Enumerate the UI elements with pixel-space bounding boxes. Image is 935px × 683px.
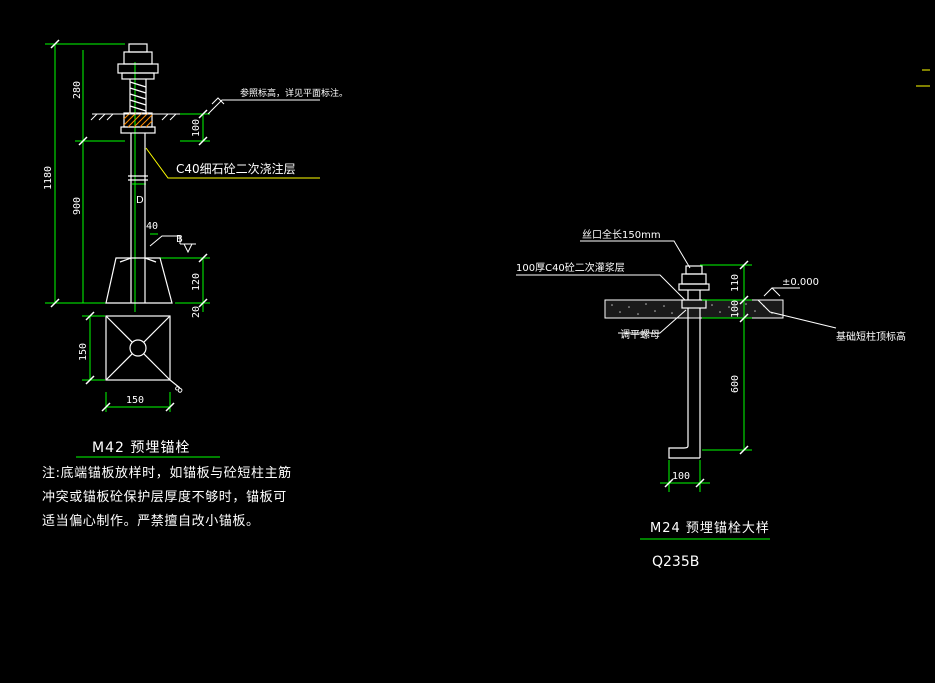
m24-grout-slab bbox=[604, 299, 784, 319]
m24-dim-top: 110 bbox=[730, 274, 741, 292]
dim-total: 1180 bbox=[43, 166, 54, 190]
m42-slab bbox=[90, 113, 180, 121]
dim-pedestal: 120 bbox=[191, 273, 202, 291]
m24-label-elevation: ±0.000 bbox=[782, 277, 819, 288]
m24-dimension-ticks bbox=[664, 260, 749, 488]
m24-material: Q235B bbox=[652, 554, 699, 570]
m24-label-grout: 100厚C40砼二次灌浆层 bbox=[516, 261, 625, 274]
dim-slab: 100 bbox=[191, 119, 202, 137]
dim-diagonal: 8 bbox=[173, 384, 185, 395]
m24-label-leveling-nut: 调平螺母 bbox=[620, 329, 660, 341]
dim-plate-height: 150 bbox=[78, 343, 89, 361]
label-section-mark: B bbox=[176, 234, 183, 245]
dim-plate: 20 bbox=[191, 306, 202, 318]
m24-dim-slab: 100 bbox=[730, 300, 741, 318]
m42-section-leader bbox=[149, 235, 196, 254]
m24-anchor-detail: 110 100 600 100 丝口全长150mm 100厚C40砼二次灌浆层 … bbox=[516, 228, 906, 570]
m42-elevation-leader bbox=[207, 97, 320, 115]
dim-top: 280 bbox=[72, 81, 83, 99]
m24-dim-hook: 100 bbox=[672, 471, 690, 482]
label-grout-layer: C40细石砼二次浇注层 bbox=[176, 161, 296, 176]
m24-bolt bbox=[668, 265, 710, 459]
m24-slab-stipple bbox=[611, 303, 773, 315]
m24-label-column-base: 基础短柱顶标高 bbox=[836, 330, 906, 343]
m42-title: M42 预埋锚栓 bbox=[92, 440, 190, 456]
dim-bolt-offset: 40 bbox=[146, 221, 158, 232]
dim-middle: 900 bbox=[72, 197, 83, 215]
m42-grout-leader bbox=[145, 147, 320, 179]
m24-title: M24 预埋锚栓大样 bbox=[650, 521, 770, 536]
m24-label-thread: 丝口全长150mm bbox=[582, 228, 661, 241]
m42-anchor-plate-plan bbox=[105, 315, 181, 389]
dim-plate-width: 150 bbox=[126, 395, 144, 406]
m42-pedestal bbox=[105, 257, 173, 304]
m24-dim-embed: 600 bbox=[730, 375, 741, 393]
label-elevation-note: 参照标高，详见平面标注。 bbox=[240, 87, 348, 99]
m42-note: 注:底端锚板放样时，如锚板与砼短柱主筋冲突或锚板砼保护层厚度不够时，锚板可适当偏… bbox=[42, 466, 292, 529]
label-diameter: D bbox=[136, 195, 144, 206]
edge-fragment bbox=[916, 69, 930, 87]
m42-dimension-lines bbox=[45, 43, 220, 458]
m42-hatch bbox=[123, 112, 153, 128]
m24-leaders bbox=[516, 240, 837, 334]
m42-bolt-assembly bbox=[117, 43, 159, 258]
m42-anchor-detail: 1180 280 900 100 120 20 40 150 150 8 参照标… bbox=[43, 39, 348, 458]
m42-dimension-ticks bbox=[50, 39, 208, 412]
